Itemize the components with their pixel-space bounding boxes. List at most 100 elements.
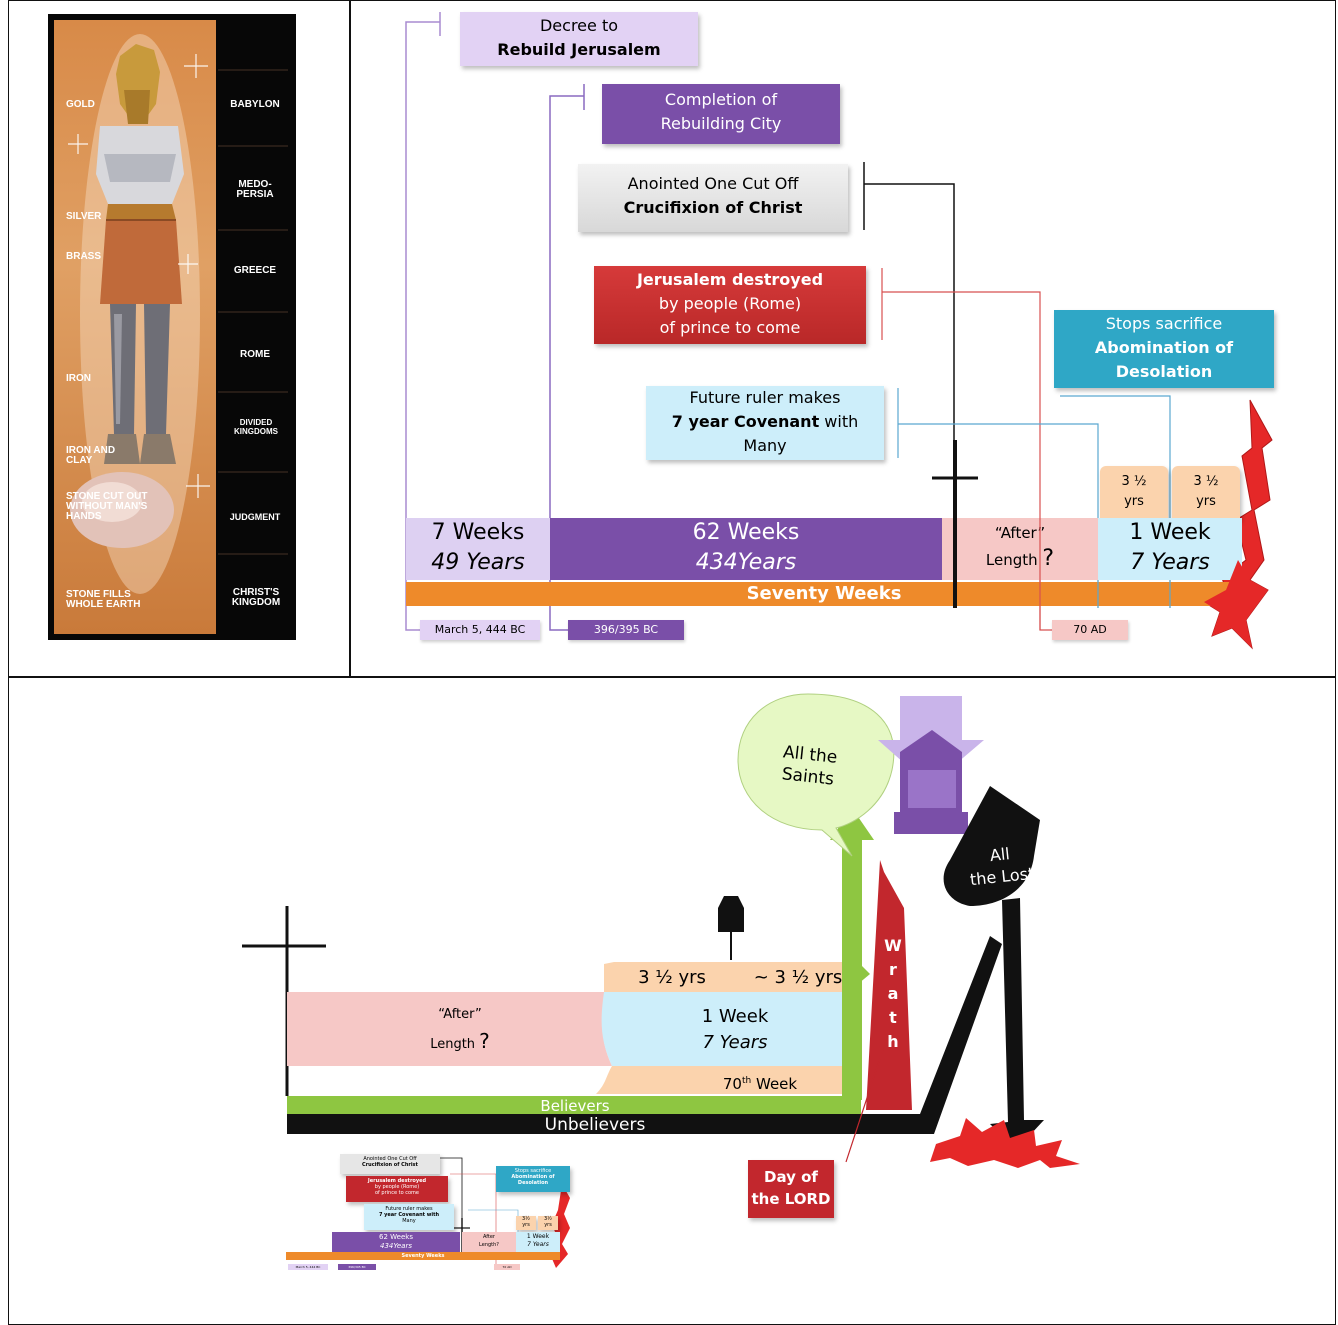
thumb-date-2: 396/395 BC xyxy=(338,1264,376,1270)
after-line1: “After” xyxy=(438,1007,482,1022)
believers-label: Believers xyxy=(540,1097,610,1115)
metal-label-gold: GOLD xyxy=(66,99,95,110)
decree-box: Decree to Rebuild Jerusalem xyxy=(460,12,698,66)
wrath-letter: t xyxy=(889,1008,897,1027)
seventieth-word: Week xyxy=(751,1075,798,1093)
thumb-covenant-l1: Future ruler makes xyxy=(385,1206,433,1212)
thumb-half2-l1: 3½ xyxy=(543,1216,553,1222)
thumb-anointed: Anointed One Cut Off Crucifixion of Chri… xyxy=(340,1154,440,1174)
thumb-seventy-label: Seventy Weeks xyxy=(401,1253,445,1259)
thumbnail-timeline: Anointed One Cut Off Crucifixion of Chri… xyxy=(286,1154,586,1284)
daniel-statue-image: GOLD SILVER BRASS IRON IRON AND CLAY STO… xyxy=(48,14,296,640)
anointed-box: Anointed One Cut Off Crucifixion of Chri… xyxy=(578,164,848,232)
thumb-destroyed: Jerusalem destroyed by people (Rome) of … xyxy=(346,1176,448,1202)
thumb-62-l1: 62 Weeks xyxy=(379,1233,413,1241)
statue-figure xyxy=(68,34,288,594)
seventieth-week-label: 70th Week xyxy=(690,1070,830,1095)
stops-sacrifice-box: Stops sacrifice Abomination of Desolatio… xyxy=(1054,310,1274,388)
week-label: 1 Week 7 Years xyxy=(670,1004,800,1056)
seventy-weeks-bar: Seventy Weeks xyxy=(406,582,1242,606)
half2-line1: 3 ½ xyxy=(1193,474,1219,489)
date-444bc: March 5, 444 BC xyxy=(420,620,540,640)
anointed-line2: Crucifixion of Christ xyxy=(623,198,803,217)
bar4-line2: 7 Years xyxy=(1130,550,1210,575)
seventieth-num: 70 xyxy=(722,1075,742,1093)
thumb-date-1: March 5, 444 BC xyxy=(288,1264,328,1270)
thumb-date-2-label: 396/395 BC xyxy=(348,1265,366,1269)
thumb-stops-l2: Abomination of xyxy=(511,1174,555,1180)
destroyed-line2: by people (Rome) xyxy=(658,294,802,313)
lost-label: All the Lost xyxy=(954,839,1048,892)
thumb-anointed-l1: Anointed One Cut Off xyxy=(363,1156,417,1162)
thumb-stops-l3: Desolation xyxy=(517,1180,549,1186)
decree-line2: Rebuild Jerusalem xyxy=(497,40,661,59)
thumb-destroyed-l3: of prince to come xyxy=(375,1190,419,1196)
bar3-line2: Length ? xyxy=(942,546,1098,573)
thumb-seventy-bar: Seventy Weeks xyxy=(286,1252,560,1260)
date-396bc: 396/395 BC xyxy=(568,620,684,640)
thumb-62-l2: 434Years xyxy=(380,1242,412,1250)
table-cell-statue xyxy=(8,0,351,678)
half-week-box-2: 3 ½ yrs xyxy=(1172,466,1240,520)
destroyed-line3: of prince to come xyxy=(659,318,801,337)
bar-after: “After” Length ? xyxy=(942,518,1098,580)
thumb-half-1: 3½ yrs xyxy=(516,1216,536,1230)
decree-line1: Decree to xyxy=(539,16,619,35)
bar3-question: ? xyxy=(1042,546,1055,571)
thumb-week-l2: 7 Years xyxy=(527,1241,549,1248)
bar4-line1: 1 Week xyxy=(1129,520,1211,545)
completion-line1: Completion of xyxy=(664,90,778,109)
half-yrs-label-b: ~ 3 ½ yrs xyxy=(753,967,843,988)
stops-line2: Abomination of xyxy=(1094,338,1234,357)
wrath-label: W r a t h xyxy=(882,934,904,1054)
after-length: Length xyxy=(430,1037,476,1052)
half2-line2: yrs xyxy=(1196,494,1216,509)
metal-label-silver: SILVER xyxy=(66,211,102,222)
thumb-bar-1week: 1 Week 7 Years xyxy=(516,1232,560,1252)
kingdom-label-greece: GREECE xyxy=(233,265,277,276)
thumb-half1-l2: yrs xyxy=(522,1222,530,1228)
wrath-letter: W xyxy=(884,936,902,955)
metal-label-iron-clay: IRON AND CLAY xyxy=(66,445,116,466)
day-line2: the LORD xyxy=(751,1190,831,1208)
seventieth-sup: th xyxy=(741,1076,752,1086)
bar3-length: Length xyxy=(985,551,1038,569)
thumb-after-l2: Length? xyxy=(479,1242,499,1248)
wrath-letter: h xyxy=(887,1032,899,1051)
bar-1-week: 1 Week 7 Years xyxy=(1098,518,1242,580)
date-70ad: 70 AD xyxy=(1052,620,1128,640)
completion-line2: Rebuilding City xyxy=(660,114,782,133)
thumb-date-3: 70 AD xyxy=(494,1264,520,1270)
thumb-bar-62: 62 Weeks 434Years xyxy=(332,1232,460,1252)
thumb-anointed-l2: Crucifixion of Christ xyxy=(362,1162,418,1168)
saints-label: All the Saints xyxy=(762,739,856,792)
thumb-covenant-l3: Many xyxy=(402,1218,416,1224)
covenant-line1: Future ruler makes xyxy=(689,388,841,407)
metal-label-stone-cut: STONE CUT OUT WITHOUT MAN'S HANDS xyxy=(66,491,148,522)
bar-62-weeks: 62 Weeks 434Years xyxy=(550,518,942,580)
half-yrs-label-a: 3 ½ yrs xyxy=(638,967,706,988)
bar2-line1: 62 Weeks xyxy=(692,520,800,545)
day-of-the-lord-box: Day of the LORD xyxy=(748,1160,834,1218)
metal-label-iron: IRON xyxy=(66,373,91,384)
stops-line1: Stops sacrifice xyxy=(1105,314,1223,333)
metal-label-stone-fills: STONE FILLS WHOLE EARTH xyxy=(66,589,141,610)
wrath-letter: a xyxy=(887,984,899,1003)
stops-line3: Desolation xyxy=(1115,362,1213,381)
thumb-covenant: Future ruler makes 7 year Covenant with … xyxy=(364,1204,454,1230)
kingdom-label-babylon: BABYLON xyxy=(230,99,280,110)
thumb-half1-l1: 3½ xyxy=(521,1216,531,1222)
bar1-line2: 49 Years xyxy=(431,550,525,575)
covenant-line2: 7 year Covenant with xyxy=(646,410,884,434)
thumb-half-2: 3½ yrs xyxy=(538,1216,558,1230)
covenant-with: with xyxy=(819,412,859,431)
metal-label-brass: BRASS xyxy=(66,251,102,262)
thumb-half2-l2: yrs xyxy=(544,1222,552,1228)
thumb-after-l1: After xyxy=(482,1234,495,1240)
bar2-line2: 434Years xyxy=(695,550,797,575)
thumb-date-3-label: 70 AD xyxy=(502,1265,512,1269)
completion-box: Completion of Rebuilding City xyxy=(602,84,840,144)
anointed-line1: Anointed One Cut Off xyxy=(627,174,799,193)
